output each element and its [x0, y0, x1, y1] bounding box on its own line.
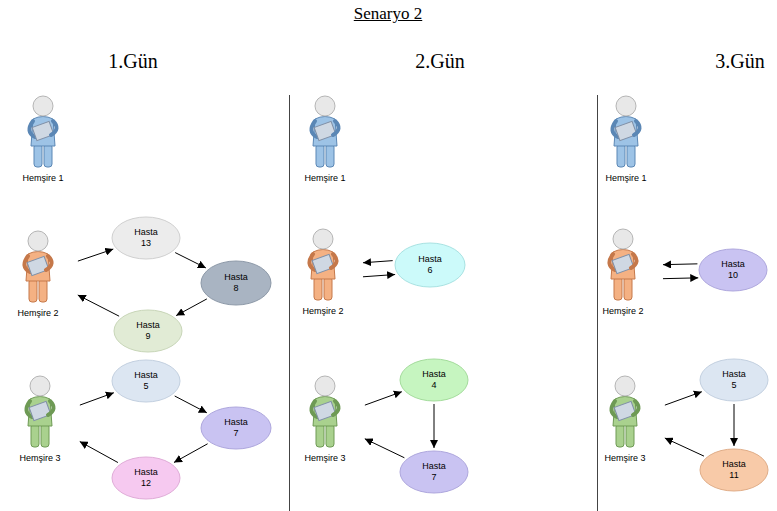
nurse-icon: [15, 230, 61, 304]
arrow-connector: [665, 438, 704, 456]
patient-name: Hasta 9: [136, 320, 160, 343]
nurse-figure: Hemşire 2: [585, 228, 661, 317]
patient-name: Hasta 11: [722, 459, 746, 482]
nurse-figure: Hemşire 1: [588, 95, 664, 184]
arrow-connector: [176, 299, 207, 316]
nurse-figure: Hemşire 1: [5, 95, 81, 184]
text-wrap: Hasta 4: [422, 369, 446, 392]
arrow-connector: [80, 393, 114, 405]
arrow-connector: [80, 442, 118, 463]
patient-name: Hasta 7: [422, 461, 446, 484]
arrow-connector: [175, 253, 206, 268]
arrow-connector: [78, 295, 119, 316]
arrow-connector: [365, 439, 405, 458]
patient-ellipse: Hasta 8: [200, 260, 272, 306]
day-divider: [597, 95, 598, 511]
arrow-connector: [78, 249, 113, 261]
patient-name: Hasta 7: [224, 417, 248, 440]
arrow-connector: [175, 396, 207, 413]
text-wrap: Hasta 5: [134, 370, 158, 393]
nurse-figure: Hemşire 3: [2, 375, 78, 464]
arrow-connector: [363, 261, 393, 263]
patient-name: Hasta 10: [721, 259, 745, 282]
nurse-name: Hemşire 3: [19, 453, 60, 464]
arrow-connector: [734, 404, 735, 446]
patient-name: Hasta 13: [134, 227, 158, 250]
nurse-name: Hemşire 3: [604, 453, 645, 464]
patient-name: Hasta 5: [134, 370, 158, 393]
nurse-icon: [17, 375, 63, 449]
arrow-connector: [365, 392, 402, 405]
text-wrap: Hasta 7: [422, 461, 446, 484]
diagram-title: Senaryo 2: [354, 4, 422, 24]
patient-name: Hasta 4: [422, 369, 446, 392]
arrow-connector: [663, 277, 698, 279]
nurse-name: Hemşire 2: [302, 306, 343, 317]
nurse-name: Hemşire 1: [22, 173, 63, 184]
patient-ellipse: Hasta 11: [699, 448, 769, 492]
patient-name: Hasta 8: [224, 272, 248, 295]
patient-ellipse: Hasta 5: [111, 359, 181, 403]
day-divider: [289, 95, 290, 511]
patient-ellipse: Hasta 10: [698, 248, 768, 292]
text-wrap: Hasta 13: [134, 227, 158, 250]
nurse-figure: Hemşire 3: [587, 375, 663, 464]
arrow-connector: [174, 444, 208, 463]
arrow-connector: [663, 263, 697, 265]
patient-name: Hasta 5: [722, 369, 746, 392]
patient-ellipse: Hasta 4: [399, 358, 469, 402]
text-wrap: Hasta 7: [224, 417, 248, 440]
patient-ellipse: Hasta 9: [113, 309, 183, 353]
text-wrap: Hasta 9: [136, 320, 160, 343]
arrow-connector: [363, 275, 395, 277]
nurse-figure: Hemşire 3: [287, 375, 363, 464]
patient-ellipse: Hasta 7: [200, 406, 272, 450]
nurse-figure: Hemşire 1: [287, 95, 363, 184]
nurse-name: Hemşire 1: [605, 173, 646, 184]
nurse-figure: Hemşire 2: [285, 228, 361, 317]
text-wrap: Hasta 11: [722, 459, 746, 482]
nurse-icon: [300, 228, 346, 302]
nurse-name: Hemşire 2: [17, 308, 58, 319]
arrow-connector: [434, 404, 435, 448]
patient-ellipse: Hasta 5: [699, 358, 769, 402]
nurse-figure: Hemşire 2: [0, 230, 76, 319]
text-wrap: Hasta 12: [134, 467, 158, 490]
nurse-icon: [302, 95, 348, 169]
text-wrap: Hasta 10: [721, 259, 745, 282]
text-wrap: Hasta 5: [722, 369, 746, 392]
patient-name: Hasta 12: [134, 467, 158, 490]
day-label: 2.Gün: [415, 50, 464, 73]
arrow-connector: [665, 392, 702, 405]
day-label: 1.Gün: [108, 50, 157, 73]
nurse-icon: [603, 95, 649, 169]
nurse-name: Hemşire 2: [602, 306, 643, 317]
text-wrap: Hasta 6: [418, 254, 442, 277]
patient-name: Hasta 6: [418, 254, 442, 277]
nurse-name: Hemşire 3: [304, 453, 345, 464]
nurse-icon: [600, 228, 646, 302]
patient-ellipse: Hasta 13: [111, 216, 181, 260]
patient-ellipse: Hasta 7: [399, 450, 469, 494]
nurse-icon: [20, 95, 66, 169]
day-label: 3.Gün: [715, 50, 764, 73]
nurse-icon: [302, 375, 348, 449]
patient-ellipse: Hasta 12: [111, 456, 181, 500]
nurse-name: Hemşire 1: [304, 173, 345, 184]
patient-ellipse: Hasta 6: [394, 242, 466, 288]
nurse-icon: [602, 375, 648, 449]
text-wrap: Hasta 8: [224, 272, 248, 295]
